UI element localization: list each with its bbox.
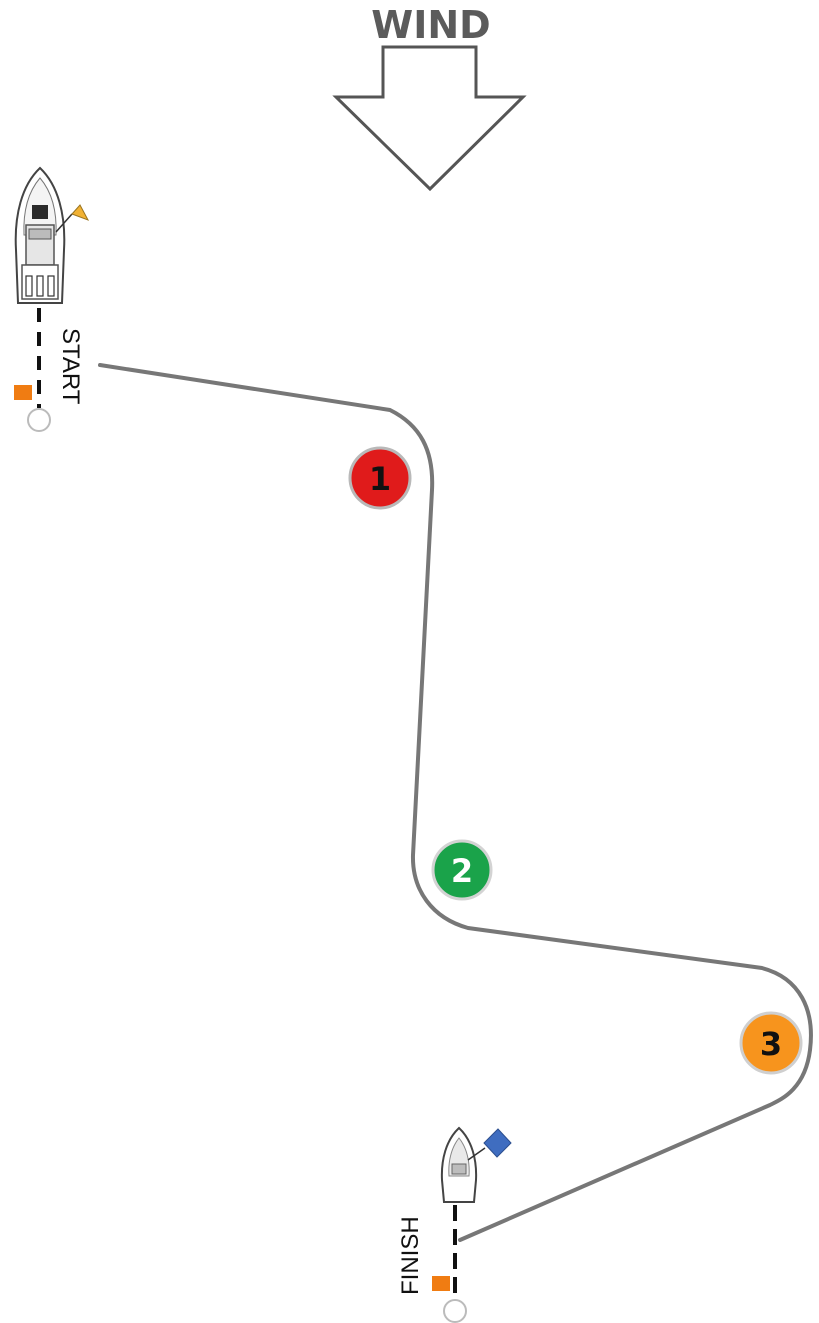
start-pin-buoy-icon [28,409,50,431]
finish-pin-flag-icon [432,1276,450,1291]
mark-3: 3 [741,1013,801,1073]
wind-label: WIND [371,3,490,47]
finish-boat-icon [442,1128,485,1202]
start-boat-icon [16,168,72,303]
mark-2-number: 2 [451,852,473,890]
mark-1-number: 1 [369,460,391,498]
course-path [100,365,811,1240]
finish-boat-flag-icon [484,1129,511,1157]
wind-arrow-icon [336,47,523,189]
start-boat-flag-icon [72,205,88,220]
mark-2: 2 [433,841,491,899]
start-pin-flag-icon [14,385,32,400]
mark-1: 1 [350,448,410,508]
finish-label: FINISH [397,1216,424,1295]
finish-pin-buoy-icon [444,1300,466,1322]
wind-indicator: WIND [336,3,523,189]
start-label: START [57,328,84,405]
mark-3-number: 3 [760,1025,782,1063]
